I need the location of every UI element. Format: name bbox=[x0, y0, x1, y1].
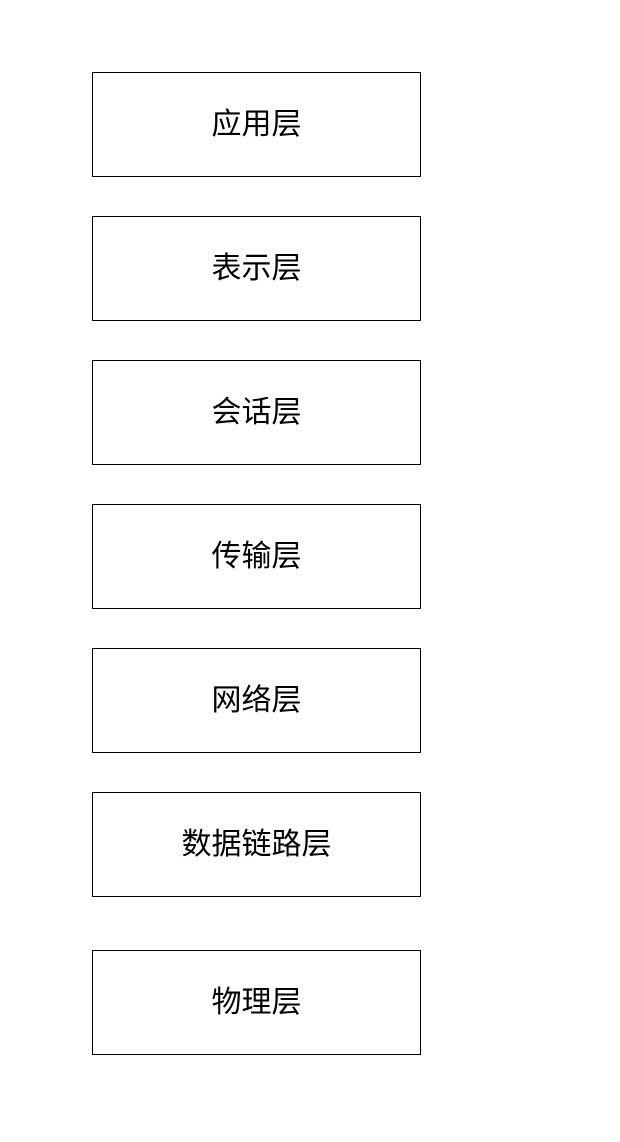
layer-box-data-link: 数据链路层 bbox=[92, 792, 421, 897]
layer-box-application: 应用层 bbox=[92, 72, 421, 177]
layer-label: 传输层 bbox=[211, 538, 302, 574]
layer-label: 会话层 bbox=[211, 394, 302, 430]
layer-box-presentation: 表示层 bbox=[92, 216, 421, 321]
layer-box-session: 会话层 bbox=[92, 360, 421, 465]
layer-box-network: 网络层 bbox=[92, 648, 421, 753]
layer-label: 表示层 bbox=[211, 250, 302, 286]
layer-label: 物理层 bbox=[211, 984, 302, 1020]
layer-label: 网络层 bbox=[211, 682, 302, 718]
layer-label: 数据链路层 bbox=[181, 826, 332, 862]
layer-box-transport: 传输层 bbox=[92, 504, 421, 609]
layer-label: 应用层 bbox=[211, 106, 302, 142]
layer-box-physical: 物理层 bbox=[92, 950, 421, 1055]
